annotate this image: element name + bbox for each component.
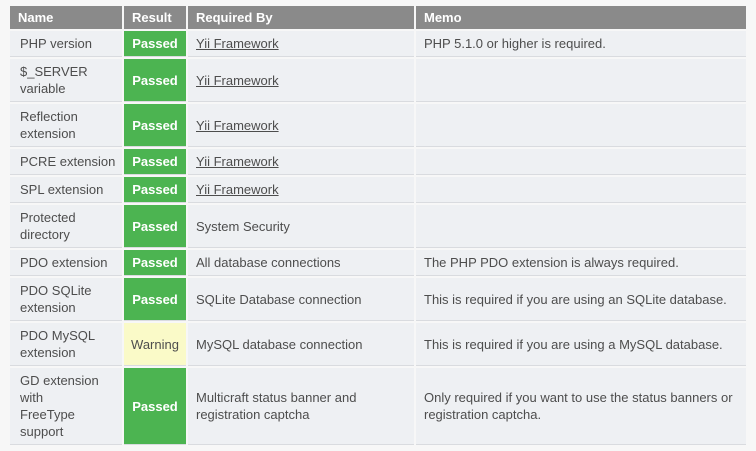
table-row: Protected directory Passed System Securi… bbox=[10, 205, 746, 248]
memo-text bbox=[416, 104, 746, 147]
header-required-by: Required By bbox=[188, 6, 414, 29]
result-badge: Passed bbox=[124, 177, 186, 203]
memo-text: PHP 5.1.0 or higher is required. bbox=[416, 31, 746, 57]
required-by-text: System Security bbox=[196, 218, 290, 234]
required-by-link[interactable]: Yii Framework bbox=[196, 154, 279, 169]
requirement-name: PDO SQLite extension bbox=[10, 278, 122, 321]
memo-text bbox=[416, 59, 746, 102]
result-badge: Passed bbox=[124, 250, 186, 276]
memo-text bbox=[416, 205, 746, 248]
header-result: Result bbox=[124, 6, 186, 29]
header-row: Name Result Required By Memo bbox=[10, 6, 746, 29]
memo-text bbox=[416, 177, 746, 203]
table-row: PHP version Passed Yii Framework PHP 5.1… bbox=[10, 31, 746, 57]
required-by-text: SQLite Database connection bbox=[196, 291, 362, 307]
table-row: PDO SQLite extension Passed SQLite Datab… bbox=[10, 278, 746, 321]
memo-text: This is required if you are using a MySQ… bbox=[416, 323, 746, 366]
result-badge: Passed bbox=[124, 149, 186, 175]
result-badge: Passed bbox=[124, 205, 186, 248]
memo-text bbox=[416, 149, 746, 175]
table-row: Reflection extension Passed Yii Framewor… bbox=[10, 104, 746, 147]
requirement-name: PHP version bbox=[10, 31, 122, 57]
requirement-name: SPL extension bbox=[10, 177, 122, 203]
result-badge: Passed bbox=[124, 368, 186, 445]
required-by-link[interactable]: Yii Framework bbox=[196, 117, 279, 133]
required-by-text: Multicraft status banner and registratio… bbox=[196, 390, 357, 422]
requirement-name: $_SERVER variable bbox=[10, 59, 122, 102]
requirement-name: Reflection extension bbox=[10, 104, 122, 147]
memo-text: This is required if you are using an SQL… bbox=[416, 278, 746, 321]
result-badge: Warning bbox=[124, 323, 186, 366]
header-name: Name bbox=[10, 6, 122, 29]
requirement-name: PDO MySQL extension bbox=[10, 323, 122, 366]
requirement-name: PDO extension bbox=[10, 250, 122, 276]
table-row: $_SERVER variable Passed Yii Framework bbox=[10, 59, 746, 102]
table-row: SPL extension Passed Yii Framework bbox=[10, 177, 746, 203]
requirement-name: Protected directory bbox=[10, 205, 122, 248]
required-by-link[interactable]: Yii Framework bbox=[196, 72, 279, 88]
requirement-name: GD extension with FreeType support bbox=[10, 368, 122, 445]
memo-text: The PHP PDO extension is always required… bbox=[416, 250, 746, 276]
table-row: GD extension with FreeType support Passe… bbox=[10, 368, 746, 445]
header-memo: Memo bbox=[416, 6, 746, 29]
requirements-table: Name Result Required By Memo PHP version… bbox=[8, 4, 748, 447]
requirement-name: PCRE extension bbox=[10, 149, 122, 175]
required-by-text: All database connections bbox=[196, 255, 341, 270]
result-badge: Passed bbox=[124, 59, 186, 102]
table-row: PDO MySQL extension Warning MySQL databa… bbox=[10, 323, 746, 366]
result-badge: Passed bbox=[124, 104, 186, 147]
result-badge: Passed bbox=[124, 31, 186, 57]
table-row: PDO extension Passed All database connec… bbox=[10, 250, 746, 276]
required-by-text: MySQL database connection bbox=[196, 336, 363, 352]
required-by-link[interactable]: Yii Framework bbox=[196, 36, 279, 51]
table-row: PCRE extension Passed Yii Framework bbox=[10, 149, 746, 175]
required-by-link[interactable]: Yii Framework bbox=[196, 182, 279, 197]
memo-text: Only required if you want to use the sta… bbox=[416, 368, 746, 445]
result-badge: Passed bbox=[124, 278, 186, 321]
